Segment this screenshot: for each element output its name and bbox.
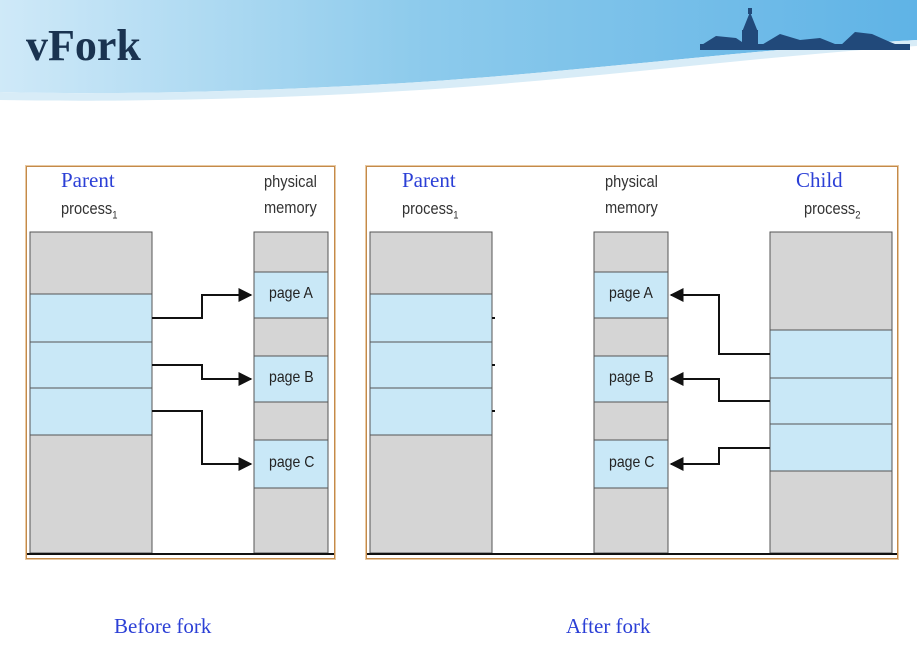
- parent-page-entry-3: [369, 387, 493, 436]
- page-a-label: page A: [269, 285, 313, 302]
- parent-page-entry-1: [369, 293, 493, 343]
- arrow-child-to-page-a: [669, 288, 770, 355]
- arrow-child-to-page-b: [669, 372, 770, 402]
- memory-label-line1: physical: [605, 172, 658, 191]
- page-a-label: page A: [609, 285, 653, 302]
- before-fork-diagram: [27, 231, 334, 555]
- page-c-label: page C: [609, 454, 655, 471]
- physical-memory-column: [593, 231, 669, 554]
- child-process-label: process2: [804, 199, 861, 222]
- before-fork-caption: Before fork: [114, 614, 212, 638]
- parent-page-entry-3: [29, 387, 153, 436]
- memory-page-c: [253, 439, 329, 489]
- header-banner: [0, 0, 917, 101]
- page-b-label: page B: [609, 369, 654, 386]
- before-fork-panel: Parent process1 physical memory page A p…: [26, 166, 335, 559]
- physical-memory-column: [253, 231, 329, 554]
- parent-page-entry-2: [369, 341, 493, 389]
- page-b-label: page B: [269, 369, 314, 386]
- parent-process-label: process1: [61, 199, 118, 222]
- memory-label-line2: memory: [605, 198, 658, 217]
- memory-page-b: [593, 355, 669, 403]
- child-page-entry-2: [769, 377, 893, 425]
- memory-page-a: [593, 271, 669, 319]
- child-process-column: [769, 231, 893, 554]
- parent-process-column: [369, 231, 495, 554]
- arrow-child-to-page-c: [669, 447, 770, 471]
- parent-label: Parent: [402, 168, 456, 192]
- memory-page-c: [593, 439, 669, 489]
- parent-page-entry-2: [29, 341, 153, 389]
- after-fork-caption: After fork: [566, 614, 651, 638]
- page-c-label: page C: [269, 454, 315, 471]
- after-fork-panel: Parent process1 physical memory Child pr…: [366, 166, 898, 559]
- parent-process-column: [29, 231, 153, 554]
- arrow-to-page-a: [152, 288, 253, 319]
- memory-label-line1: physical: [264, 172, 317, 191]
- parent-process-label: process1: [402, 199, 459, 222]
- child-page-entry-1: [769, 329, 893, 379]
- town-silhouette-icon: [700, 8, 910, 50]
- parent-label: Parent: [61, 168, 115, 192]
- memory-page-b: [253, 355, 329, 403]
- memory-label-line2: memory: [264, 198, 317, 217]
- after-fork-diagram: [367, 231, 897, 555]
- arrow-to-page-c: [152, 410, 253, 471]
- arrow-to-page-b: [152, 364, 253, 386]
- child-page-entry-3: [769, 423, 893, 472]
- parent-page-entry-1: [29, 293, 153, 343]
- child-label: Child: [796, 168, 843, 192]
- slide-title: vFork: [26, 21, 141, 70]
